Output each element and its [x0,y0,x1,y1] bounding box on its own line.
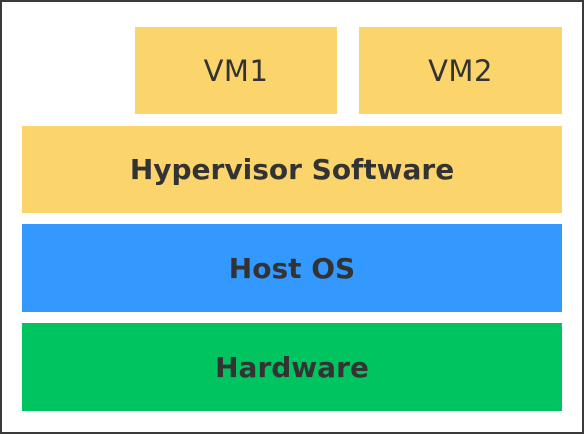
hardware-label: Hardware [215,350,369,384]
hypervisor-label: Hypervisor Software [129,153,455,186]
vm2-block: VM2 [359,27,562,114]
vm1-label: VM1 [203,53,269,88]
hypervisor-layer: Hypervisor Software [22,126,562,213]
hardware-layer: Hardware [22,323,562,411]
host-os-label: Host OS [228,251,356,285]
vm1-block: VM1 [135,27,337,114]
vm2-label: VM2 [428,53,493,88]
host-os-layer: Host OS [22,224,562,312]
